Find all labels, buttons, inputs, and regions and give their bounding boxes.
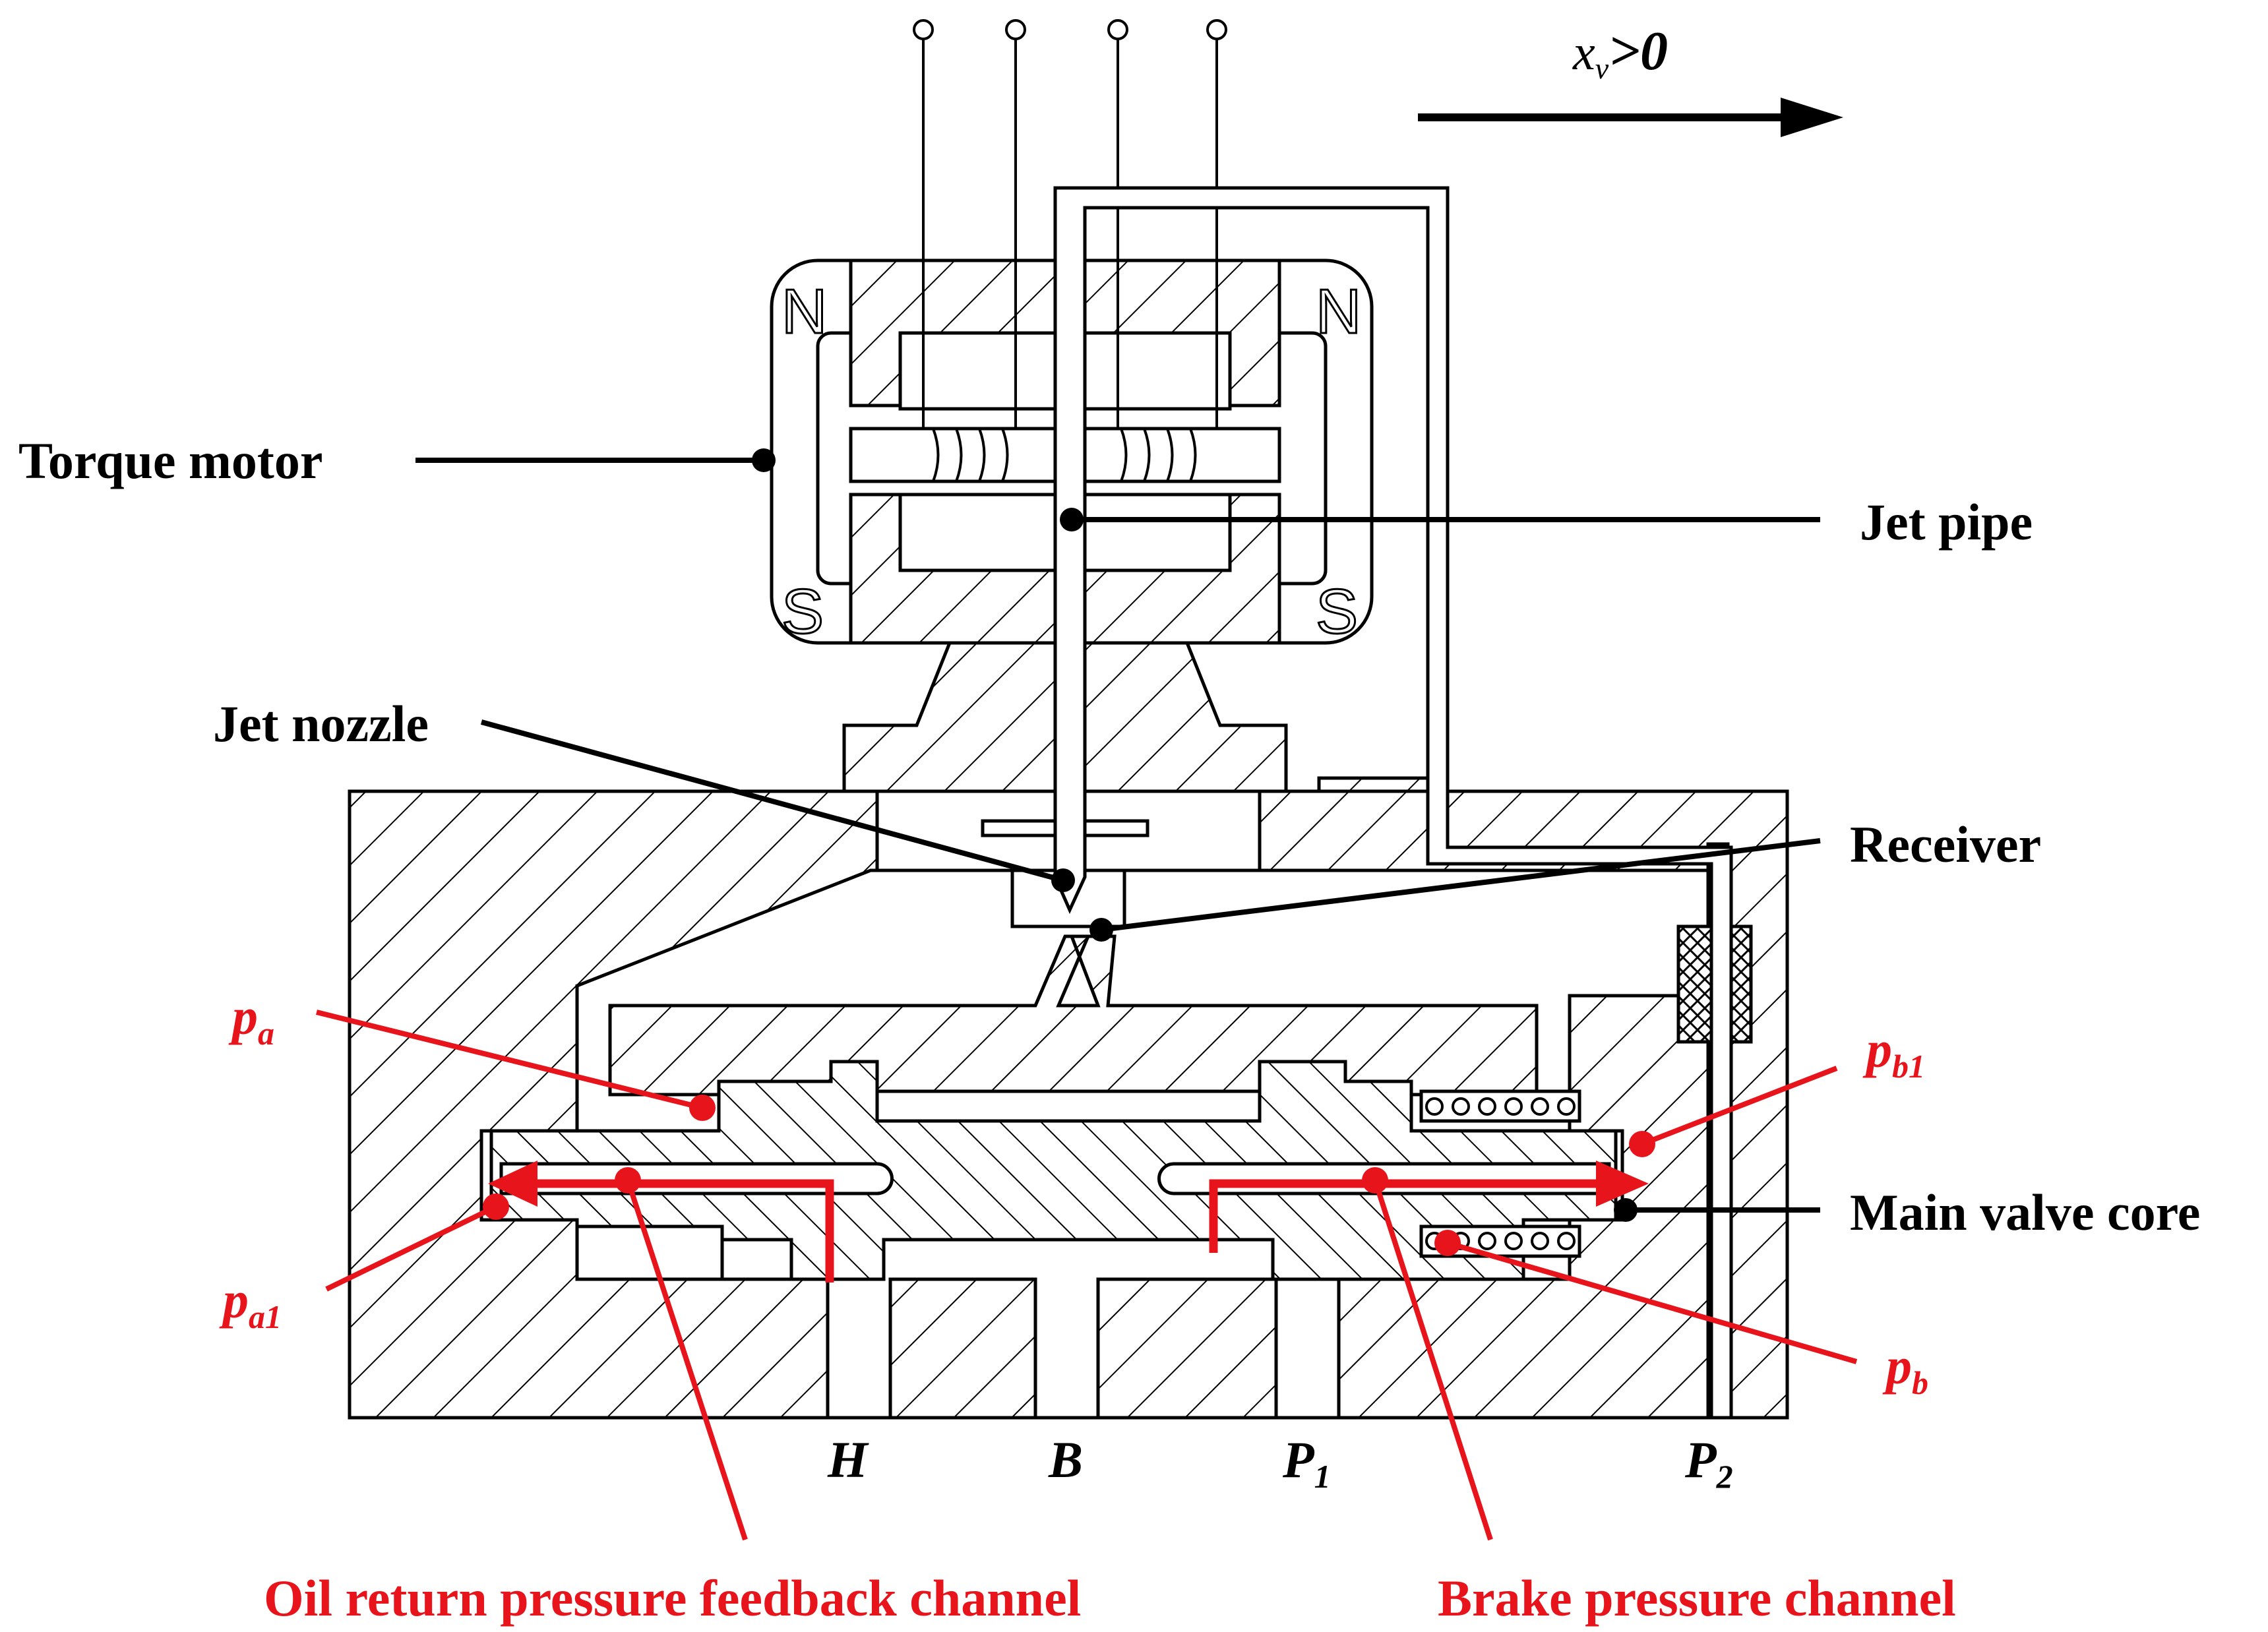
pb-leader [1446,1240,1858,1364]
main-valve-core-dot [1614,1198,1638,1222]
coil-left [932,428,1009,482]
torque-motor-dot [752,448,776,472]
jet-nozzle-leader [480,719,1064,883]
port-block-b-p1 [1096,1277,1278,1420]
lead-wires [913,19,1227,429]
port-p2-label: P2 [1684,1431,1733,1495]
pa-dot [689,1095,716,1121]
jet-nozzle-label: Jet nozzle [213,695,429,752]
terminal-4 [1206,19,1227,40]
jet-nozzle-dot [1051,868,1075,892]
displacement-label: xv>0 [1572,20,1668,85]
displacement-indicator: xv>0 [1418,20,1843,137]
pa1-label: pa1 [219,1271,282,1335]
receiver-dot [1089,918,1113,942]
pb-dot [1434,1230,1461,1256]
coil-right [1120,428,1197,482]
torque-motor-label: Torque motor [18,432,323,489]
pb1-label: pb1 [1862,1021,1925,1085]
pole-north-left: N [782,276,827,347]
spring-coils [1425,1097,1576,1250]
terminal-2 [1005,19,1026,40]
pa1-leader [325,1204,497,1292]
pa-label: pa [228,988,274,1052]
pb1-dot [1629,1131,1655,1157]
pole-north-right: N [1316,276,1361,347]
terminal-3 [1107,19,1128,40]
return-channel-label: Oil return pressure feedback channel [264,1569,1081,1627]
jet-pipe-label: Jet pipe [1860,493,2033,551]
pole-south-left: S [782,576,824,647]
brake-flow-path [1209,1179,1609,1253]
receiver-label: Receiver [1850,816,2041,873]
main-valve-core-label: Main valve core [1850,1184,2200,1241]
port-block-h-b [888,1277,1037,1420]
return-channel-dot [615,1167,641,1194]
brake-channel-label: Brake pressure channel [1438,1569,1956,1627]
brake-channel-leader [1372,1179,1493,1541]
brake-channel-dot [1362,1167,1388,1194]
return-channel-leader [625,1179,748,1541]
receiver-leader [1101,838,1821,932]
callouts-red: pa pa1 pb1 pb Oil return pressure feedba… [219,988,1956,1627]
callouts-black: Torque motor Jet pipe Jet nozzle Receive… [18,432,2200,1241]
brake-flow-arrowhead [1596,1161,1649,1207]
pa-leader [316,1010,703,1110]
flow-arrows [488,1161,1649,1283]
pb1-leader [1641,1066,1838,1147]
pa1-dot [483,1194,509,1220]
port-h-label: H [827,1431,869,1488]
terminal-1 [913,19,934,40]
displacement-arrowhead [1781,98,1843,137]
pole-south-right: S [1316,576,1358,647]
upper-spring-pocket [1419,1089,1581,1123]
port-labels: H B P1 P2 [827,1431,1733,1495]
jet-pipe-dot [1060,508,1084,531]
pb-label: pb [1882,1337,1928,1401]
return-flow-arrowhead [488,1161,537,1207]
jet-pipe [1053,186,1733,1420]
spool-land-groove [875,1089,1262,1123]
port-p1-label: P1 [1282,1431,1331,1495]
port-b-label: B [1048,1431,1083,1488]
